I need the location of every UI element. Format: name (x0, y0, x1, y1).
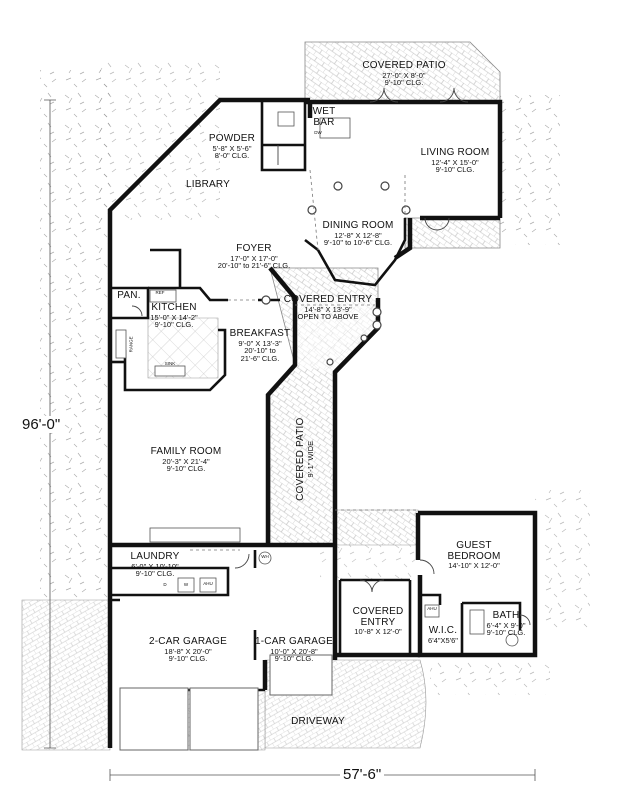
columns (261, 181, 411, 366)
tiled-floor (147, 298, 375, 379)
dimension-width: 57'-6" (340, 766, 385, 783)
exterior-walls (107, 97, 538, 748)
room-covered-entry-lower: COVERED ENTRY 10'-8" X 12'-0" (352, 606, 404, 636)
room-kitchen: KITCHEN 15'-0" X 14'-2" 9'-10" CLG. (150, 302, 198, 330)
room-dining-room: DINING ROOM 12'-8" X 12'-8" 9'-10" to 10… (322, 220, 394, 248)
room-family-room: FAMILY ROOM 20'-3" X 21'-4" 9'-10" CLG. (150, 446, 222, 474)
fixture-range-label: RANGE (128, 336, 134, 353)
room-bath: BATH 6'-4" X 9'-0" 9'-10" CLG. (486, 610, 526, 638)
room-covered-patio-side: COVERED PATIO 9'-1" WIDE (294, 417, 315, 501)
room-wet-bar: WET BAR (312, 106, 336, 128)
fixture-wh-label: WH (261, 554, 269, 559)
room-pantry: PAN. (117, 290, 141, 301)
room-breakfast: BREAKFAST 9'-0" X 13'-3" 20'-10" to 21'-… (229, 328, 291, 364)
fixture-w-label: W (183, 582, 189, 587)
fixture-dw-label: DW (314, 130, 322, 135)
room-1-car-garage: 1-CAR GARAGE 10'-0" X 20'-8" 9'-10" CLG. (255, 636, 333, 664)
room-foyer: FOYER 17'-0" X 17'-0" 20'-10" to 21'-6" … (217, 243, 291, 271)
room-wic: W.I.C. 6'4"X5'6" (428, 625, 458, 645)
room-covered-entry-upper: COVERED ENTRY 14'-8" X 13'-9" OPEN TO AB… (283, 294, 373, 322)
room-living-room: LIVING ROOM 12'-4" X 15'-0" 9'-10" CLG. (420, 147, 490, 175)
doors (131, 87, 531, 626)
opening-lines (190, 169, 418, 551)
room-laundry: LAUNDRY 6'-0" X 10'-10" 9'-10" CLG. (130, 551, 180, 579)
fixture-sink-label: SINK (164, 361, 176, 366)
garage-doors (119, 654, 333, 751)
fixtures (115, 111, 519, 647)
room-library: LIBRARY (185, 179, 231, 190)
room-powder: POWDER 5'-8" X 5'-6" 8'-0" CLG. (208, 133, 256, 161)
fixture-d-label: D (163, 582, 167, 587)
dimension-depth: 96'-0" (22, 416, 61, 433)
room-guest-bedroom: GUEST BEDROOM 14'-10" X 12'-0" (447, 540, 501, 570)
fixture-ahu-bedroom-label: AHU (427, 606, 437, 611)
fixture-ref-label: REF (155, 290, 165, 295)
fixture-ahu-label: AHU (203, 581, 213, 586)
area-driveway: DRIVEWAY (291, 716, 345, 727)
room-covered-patio-rear: COVERED PATIO 27'-0" X 8'-0" 9'-10" CLG. (362, 60, 446, 88)
room-2-car-garage: 2-CAR GARAGE 18'-8" X 20'-0" 9'-10" CLG. (149, 636, 227, 664)
